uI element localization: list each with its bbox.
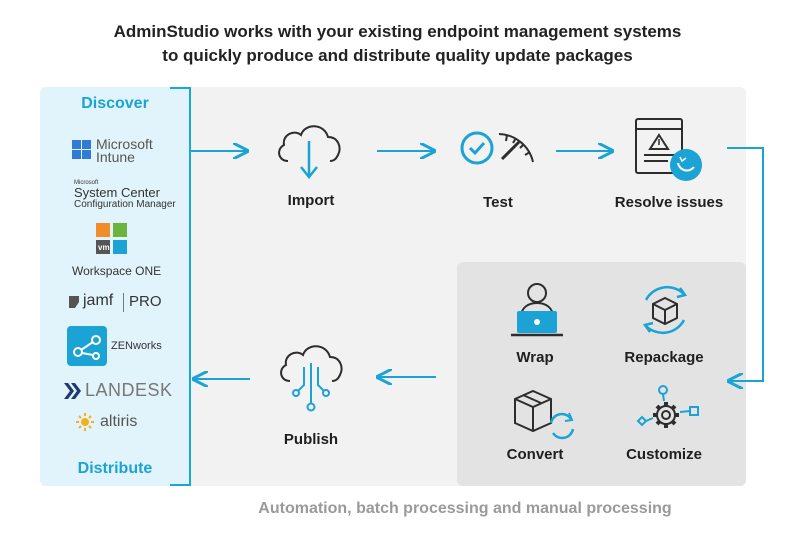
distribute-label: Distribute	[77, 460, 153, 477]
jamf-pro-text: PRO	[129, 293, 162, 310]
gear-nodes-icon	[636, 385, 699, 428]
title-line-2: to quickly produce and distribute qualit…	[162, 46, 633, 65]
zenworks-text: ZENworks	[111, 340, 162, 352]
diagram-title: AdminStudio works with your existing end…	[0, 20, 795, 68]
step-publish-label: Publish	[283, 431, 339, 448]
step-wrap-label: Wrap	[516, 349, 554, 366]
systems-sidebar	[40, 87, 190, 486]
window-warning-icon	[635, 118, 702, 181]
title-line-1: AdminStudio works with your existing end…	[113, 22, 682, 41]
intune-logo-text-2: Intune	[96, 149, 135, 165]
gauge-check-icon	[460, 131, 534, 165]
step-resolve-label: Resolve issues	[614, 194, 724, 211]
resolution-subpanel	[457, 262, 746, 486]
sccm-logo-text-small: Microsoft	[74, 180, 99, 186]
step-convert-label: Convert	[506, 446, 564, 463]
box-convert-icon	[514, 389, 575, 440]
jamf-text: jamf	[83, 292, 114, 309]
landesk-chevron-icon	[64, 383, 81, 399]
box-refresh-icon	[642, 285, 688, 335]
sidebar-bracket-bottom	[170, 484, 190, 486]
cloud-download-icon	[278, 125, 341, 180]
zenworks-icon	[67, 326, 107, 366]
workspace-one-logo: vm Workspace ONE	[70, 223, 170, 283]
sccm-logo-text-2: Configuration Manager	[74, 199, 176, 210]
landesk-text: LANDESK	[85, 380, 173, 400]
jamf-divider	[123, 293, 124, 312]
intune-logo-text-1: Microsoft	[96, 136, 153, 152]
workspace-one-text: Workspace ONE	[72, 264, 162, 278]
discover-label: Discover	[81, 95, 149, 112]
step-test-label: Test	[483, 194, 513, 211]
workspace-one-icon	[96, 223, 127, 254]
jamf-icon	[69, 296, 79, 308]
sccm-logo-text-1: System Center	[74, 185, 160, 200]
sidebar-bracket-top	[170, 87, 190, 89]
step-import-label: Import	[287, 192, 335, 209]
vm-badge-text: vm	[98, 243, 110, 252]
altiris-text: altiris	[100, 413, 138, 430]
altiris-sun-icon	[76, 413, 94, 431]
step-repackage-label: Repackage	[624, 349, 704, 366]
arrow-resolve-to-subpanel	[727, 147, 764, 381]
cloud-publish-icon	[280, 345, 343, 412]
step-customize-label: Customize	[626, 446, 702, 463]
person-laptop-icon	[511, 283, 563, 337]
sidebar-bracket-line	[189, 87, 191, 486]
windows-logo-icon	[72, 140, 91, 159]
footer-caption: Automation, batch processing and manual …	[258, 500, 672, 517]
